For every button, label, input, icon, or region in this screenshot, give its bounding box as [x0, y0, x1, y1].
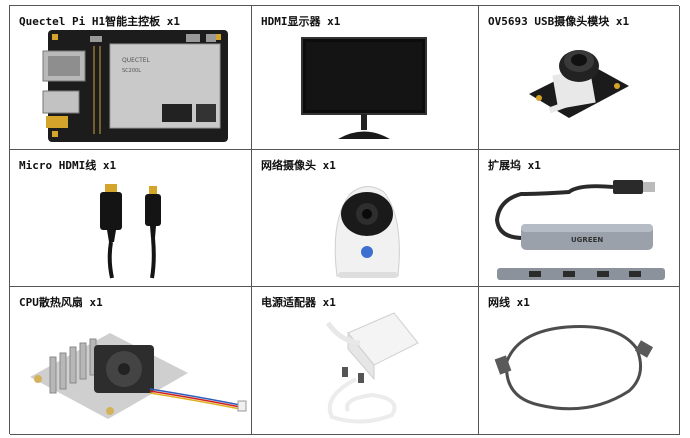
item-cpu-fan: CPU散热风扇 x1 [10, 287, 252, 435]
cpu-fan-icon [30, 333, 247, 419]
svg-text:QUECTEL: QUECTEL [122, 57, 151, 64]
ethernet-cable-icon [494, 324, 654, 411]
item-camera-module: OV5693 USB摄像头模块 x1 [479, 6, 680, 150]
svg-text:UGREEN: UGREEN [571, 236, 603, 244]
mainboard-icon: QUECTEL SC200L [42, 30, 228, 142]
item-label: 网络摄像头 x1 [261, 159, 336, 172]
micro-hdmi-cable-icon [100, 184, 161, 279]
usb-hub-icon: UGREEN [494, 180, 665, 280]
power-adapter-icon [325, 312, 419, 424]
item-monitor: HDMI显示器 x1 [252, 6, 479, 150]
item-ethernet-cable: 网线 x1 [479, 287, 680, 435]
monitor-icon [301, 37, 427, 139]
item-micro-hdmi-cable: Micro HDMI线 x1 [10, 150, 252, 287]
camera-module-icon [529, 50, 629, 118]
svg-text:SC200L: SC200L [122, 68, 141, 74]
item-mainboard: Quectel Pi H1智能主控板 x1 QUECTEL SC200L [10, 6, 252, 150]
item-network-camera: 网络摄像头 x1 [252, 150, 479, 287]
item-label: 电源适配器 x1 [261, 296, 336, 309]
item-power-adapter: 电源适配器 x1 [252, 287, 479, 435]
item-label: Quectel Pi H1智能主控板 x1 [19, 15, 180, 28]
item-usb-hub: 扩展坞 x1 UGREEN [479, 150, 680, 287]
item-label: Micro HDMI线 x1 [19, 159, 117, 172]
item-label: OV5693 USB摄像头模块 x1 [488, 15, 630, 28]
accessory-grid: Quectel Pi H1智能主控板 x1 QUECTEL SC200L [9, 5, 680, 435]
item-label: 扩展坞 x1 [488, 159, 541, 172]
item-label: 网线 x1 [488, 296, 530, 309]
item-label: CPU散热风扇 x1 [19, 296, 103, 309]
network-camera-icon [334, 186, 400, 278]
item-label: HDMI显示器 x1 [261, 15, 341, 28]
